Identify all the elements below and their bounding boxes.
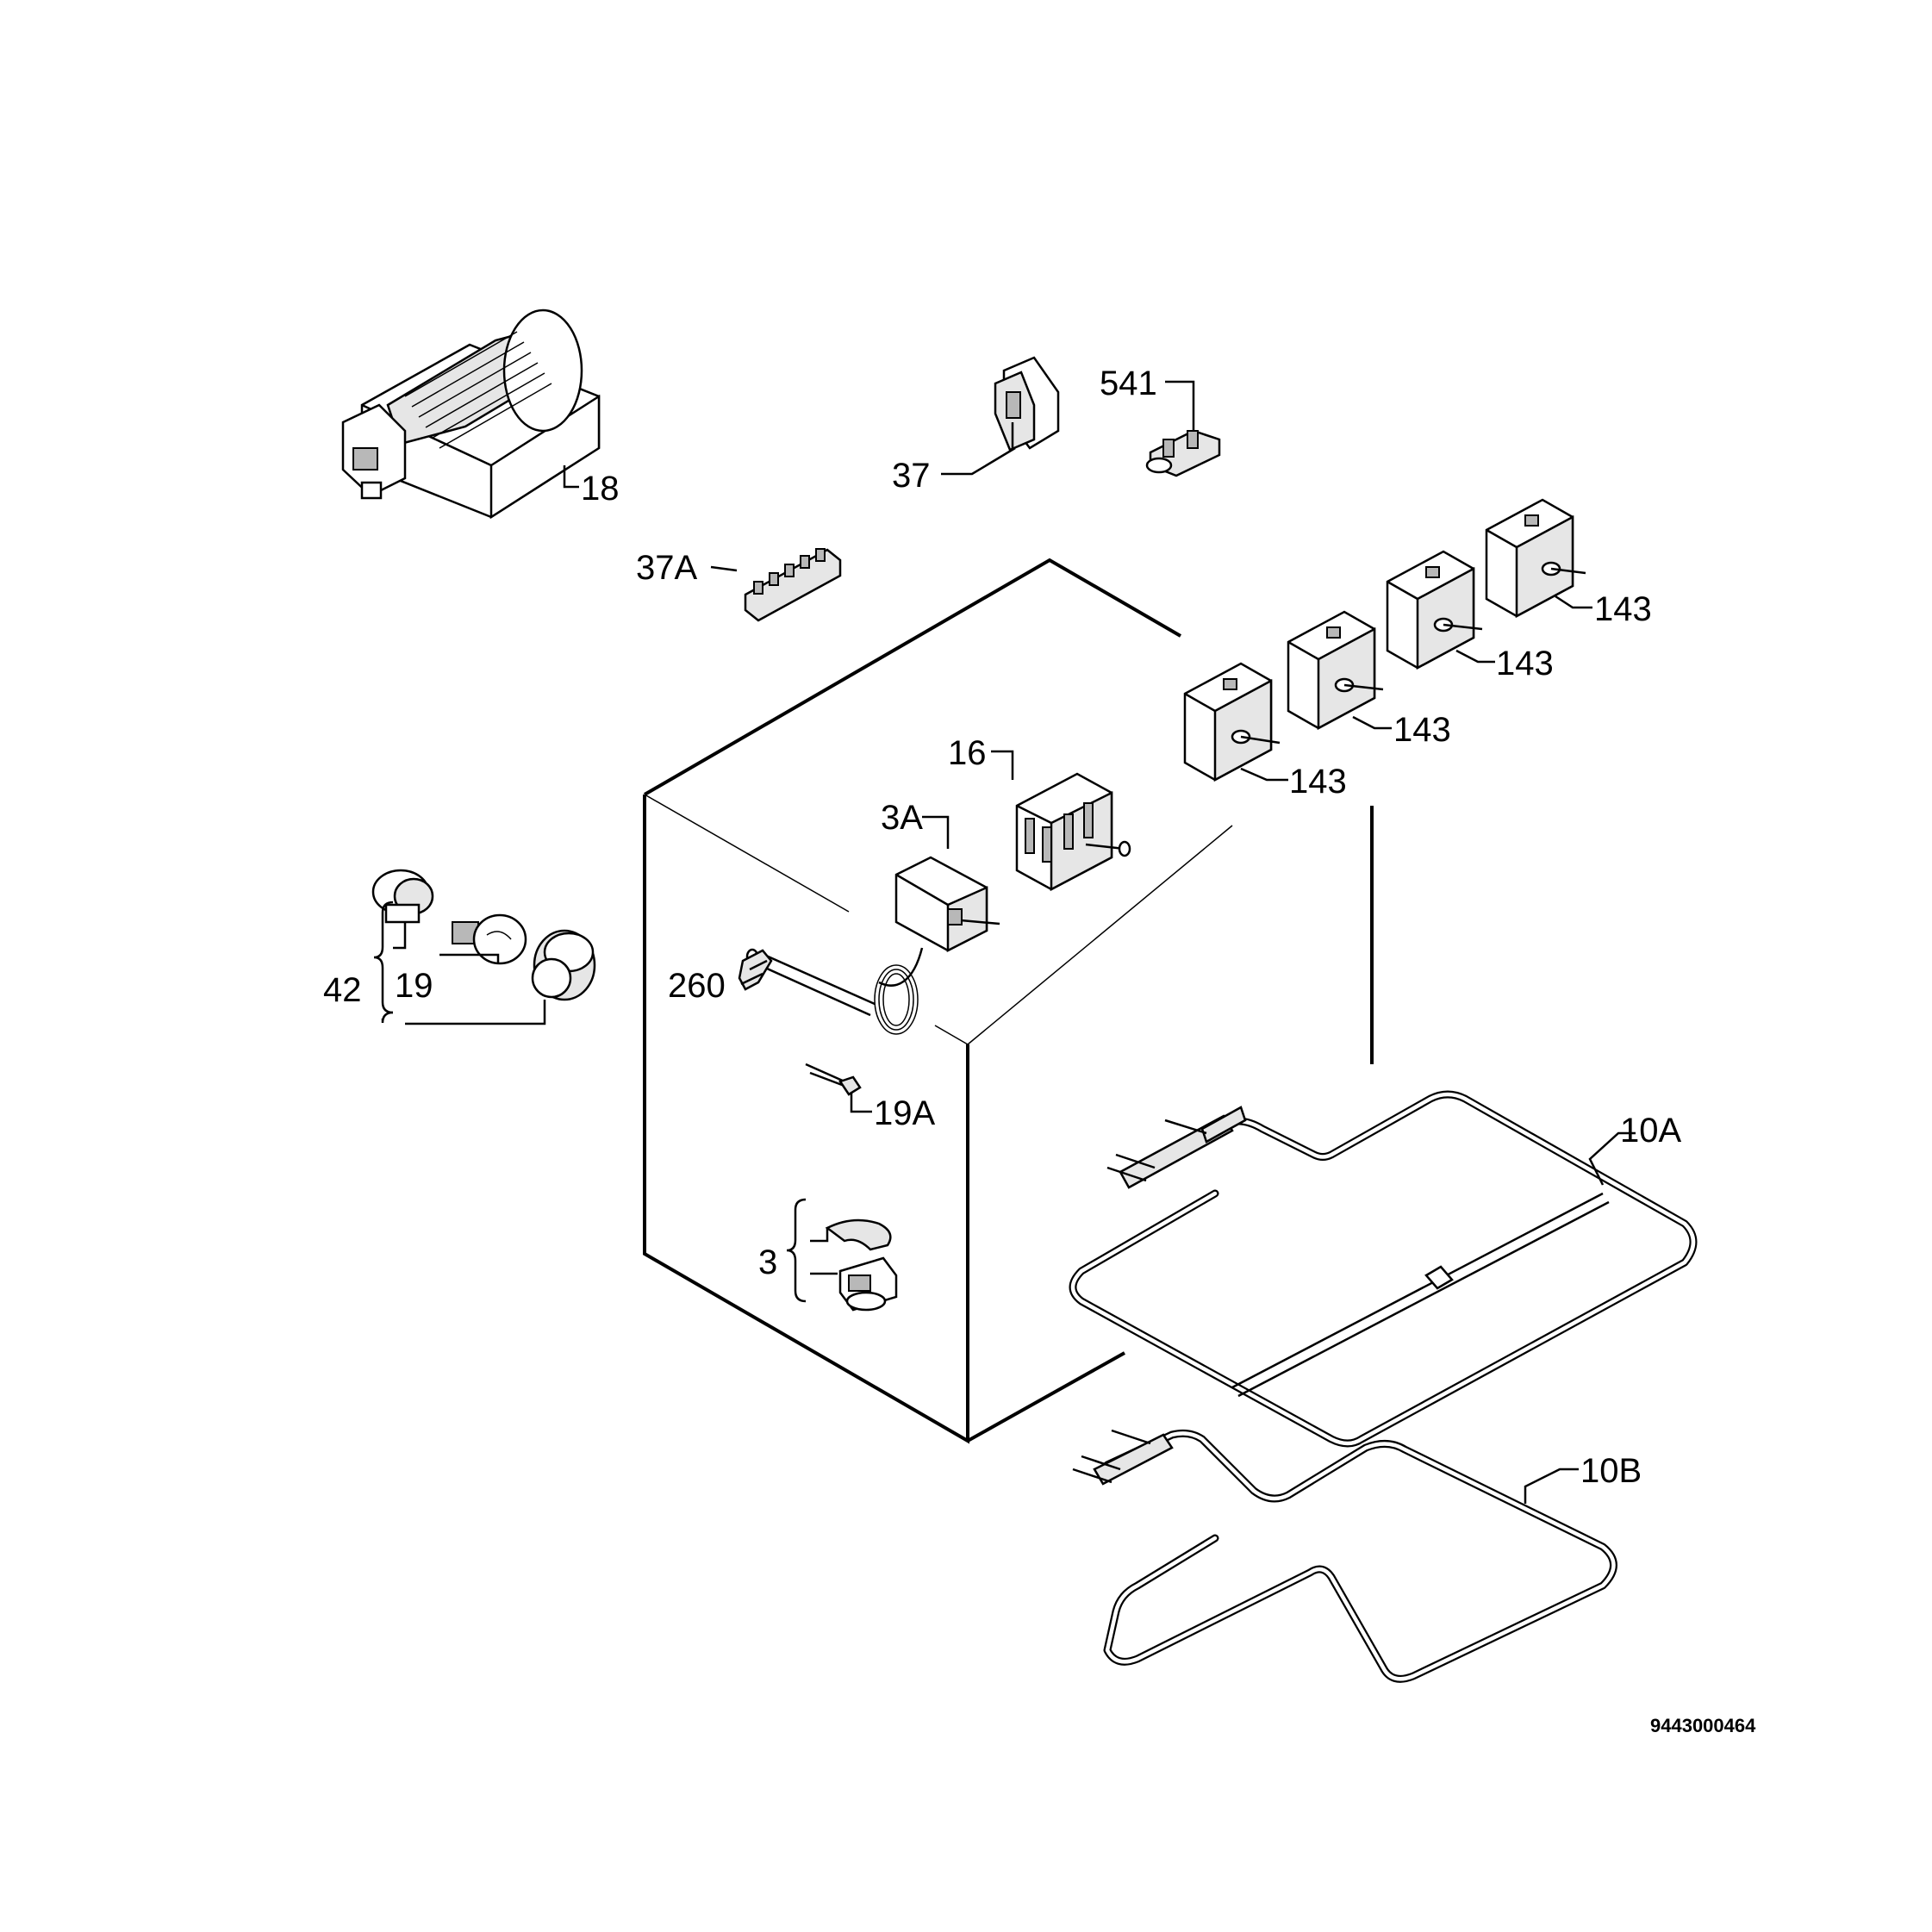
capillary-clip-icon	[738, 949, 773, 991]
lamp-bulb-icon	[452, 913, 527, 965]
label-143-2: 143	[1393, 711, 1451, 749]
oven-housing	[643, 558, 1374, 1444]
thermostat-icon	[745, 856, 1000, 1035]
energy-regulator-icon-2	[1287, 610, 1384, 731]
terminal-block-icon	[744, 548, 842, 622]
label-143-1: 143	[1289, 763, 1347, 801]
lamp-cover-icon	[531, 929, 596, 1001]
top-heating-element-icon	[1069, 1090, 1698, 1448]
label-3: 3	[758, 1243, 777, 1281]
label-10b: 10B	[1580, 1452, 1642, 1490]
label-19a: 19A	[874, 1094, 935, 1132]
energy-regulator-icon-1	[1183, 662, 1281, 782]
clip-connector-icon	[1145, 429, 1221, 477]
label-143-3: 143	[1496, 645, 1554, 682]
label-541: 541	[1100, 365, 1157, 402]
label-18: 18	[581, 470, 620, 508]
selector-switch-icon	[1015, 772, 1131, 892]
diagram-code: 9443000464	[1650, 1715, 1756, 1736]
thermal-cutout-icon	[825, 1218, 898, 1312]
energy-regulator-icon-4	[1485, 498, 1586, 619]
label-37a: 37A	[636, 549, 697, 587]
terminal-bracket-icon	[994, 356, 1060, 452]
lamp-wire-icon	[805, 1063, 862, 1096]
label-3a: 3A	[881, 799, 923, 837]
label-37: 37	[892, 457, 931, 495]
energy-regulator-icon-3	[1386, 550, 1483, 670]
label-42: 42	[323, 971, 362, 1009]
label-19: 19	[395, 967, 433, 1005]
label-10a: 10A	[1620, 1112, 1681, 1150]
bottom-heating-element-icon	[1072, 1429, 1617, 1683]
tangential-fan-icon	[341, 308, 601, 520]
label-260: 260	[668, 967, 726, 1005]
label-16: 16	[948, 734, 987, 772]
label-143-4: 143	[1594, 590, 1652, 628]
